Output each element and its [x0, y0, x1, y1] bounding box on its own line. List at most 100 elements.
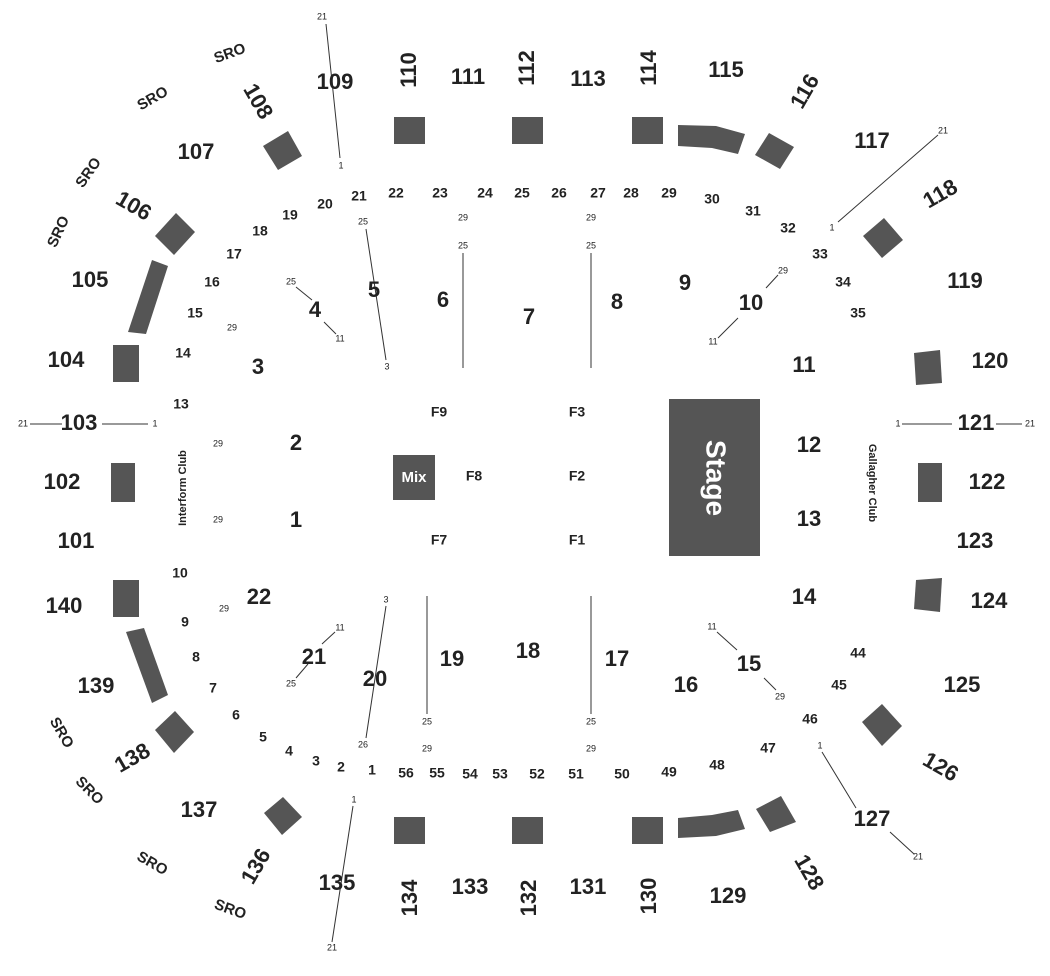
- lower-section-55[interactable]: 55: [429, 765, 445, 781]
- section-139[interactable]: 139: [78, 673, 115, 698]
- floor-section-3[interactable]: 3: [252, 354, 264, 379]
- floor-section-10[interactable]: 10: [739, 290, 763, 315]
- floor-section-6[interactable]: 6: [437, 287, 449, 312]
- floor-section-8[interactable]: 8: [611, 289, 623, 314]
- section-131[interactable]: 131: [570, 874, 607, 899]
- section-124[interactable]: 124: [971, 588, 1008, 613]
- section-136[interactable]: 136: [236, 844, 276, 888]
- floor-section-4[interactable]: 4: [309, 297, 322, 322]
- section-120[interactable]: 120: [972, 348, 1009, 373]
- lower-section-3[interactable]: 3: [312, 753, 320, 769]
- section-127[interactable]: 127: [854, 806, 891, 831]
- floor-section-22[interactable]: 22: [247, 584, 271, 609]
- lower-section-25[interactable]: 25: [514, 185, 530, 201]
- lower-section-47[interactable]: 47: [760, 740, 776, 756]
- lower-section-23[interactable]: 23: [432, 185, 448, 201]
- section-138[interactable]: 138: [110, 738, 154, 778]
- section-109[interactable]: 109: [317, 69, 354, 94]
- lower-section-48[interactable]: 48: [709, 757, 725, 773]
- section-103[interactable]: 103: [61, 410, 98, 435]
- lower-section-19[interactable]: 19: [282, 207, 298, 223]
- lower-section-20[interactable]: 20: [317, 196, 333, 212]
- section-112[interactable]: 112: [514, 50, 539, 86]
- floor-section-F9[interactable]: F9: [431, 404, 448, 420]
- lower-section-45[interactable]: 45: [831, 677, 847, 693]
- section-134[interactable]: 134: [397, 879, 422, 916]
- section-128[interactable]: 128: [789, 850, 829, 894]
- lower-section-34[interactable]: 34: [835, 274, 851, 290]
- lower-section-2[interactable]: 2: [337, 759, 345, 775]
- section-132[interactable]: 132: [516, 880, 541, 917]
- lower-section-18[interactable]: 18: [252, 223, 268, 239]
- section-121[interactable]: 121: [958, 410, 995, 435]
- section-115[interactable]: 115: [708, 57, 744, 82]
- lower-section-10[interactable]: 10: [172, 565, 188, 581]
- floor-section-21[interactable]: 21: [302, 644, 326, 669]
- section-122[interactable]: 122: [969, 469, 1006, 494]
- section-116[interactable]: 116: [785, 70, 824, 113]
- lower-section-54[interactable]: 54: [462, 766, 478, 782]
- lower-section-51[interactable]: 51: [568, 766, 584, 782]
- floor-section-19[interactable]: 19: [440, 646, 464, 671]
- lower-section-8[interactable]: 8: [192, 649, 200, 665]
- lower-section-28[interactable]: 28: [623, 185, 639, 201]
- lower-section-56[interactable]: 56: [398, 765, 414, 781]
- lower-section-14[interactable]: 14: [175, 345, 191, 361]
- section-108[interactable]: 108: [238, 79, 278, 123]
- section-106[interactable]: 106: [112, 186, 156, 226]
- floor-section-12[interactable]: 12: [797, 432, 821, 457]
- section-130[interactable]: 130: [636, 878, 661, 915]
- lower-section-49[interactable]: 49: [661, 764, 677, 780]
- section-105[interactable]: 105: [72, 267, 109, 292]
- floor-section-13[interactable]: 13: [797, 506, 821, 531]
- section-118[interactable]: 118: [919, 174, 962, 213]
- section-137[interactable]: 137: [181, 797, 218, 822]
- section-133[interactable]: 133: [452, 874, 489, 899]
- lower-section-26[interactable]: 26: [551, 185, 567, 201]
- floor-section-9[interactable]: 9: [679, 270, 691, 295]
- floor-section-15[interactable]: 15: [737, 651, 761, 676]
- section-117[interactable]: 117: [854, 128, 890, 153]
- lower-section-9[interactable]: 9: [181, 614, 189, 630]
- lower-section-6[interactable]: 6: [232, 707, 240, 723]
- section-113[interactable]: 113: [570, 66, 606, 91]
- lower-section-13[interactable]: 13: [173, 396, 189, 412]
- floor-section-F7[interactable]: F7: [431, 532, 448, 548]
- lower-section-1[interactable]: 1: [368, 762, 376, 778]
- section-107[interactable]: 107: [178, 139, 215, 164]
- floor-section-F2[interactable]: F2: [569, 468, 586, 484]
- section-114[interactable]: 114: [636, 49, 661, 85]
- floor-section-1[interactable]: 1: [290, 507, 302, 532]
- lower-section-52[interactable]: 52: [529, 766, 545, 782]
- lower-section-22[interactable]: 22: [388, 185, 404, 201]
- lower-section-29[interactable]: 29: [661, 185, 677, 201]
- section-102[interactable]: 102: [44, 469, 81, 494]
- floor-section-17[interactable]: 17: [605, 646, 629, 671]
- floor-section-F3[interactable]: F3: [569, 404, 586, 420]
- lower-section-27[interactable]: 27: [590, 185, 606, 201]
- section-101[interactable]: 101: [58, 528, 95, 553]
- lower-section-30[interactable]: 30: [704, 191, 720, 207]
- lower-section-17[interactable]: 17: [226, 246, 242, 262]
- lower-section-4[interactable]: 4: [285, 743, 293, 759]
- section-110[interactable]: 110: [396, 52, 421, 88]
- floor-section-11[interactable]: 11: [792, 352, 815, 377]
- lower-section-50[interactable]: 50: [614, 766, 630, 782]
- section-123[interactable]: 123: [957, 528, 994, 553]
- lower-section-15[interactable]: 15: [187, 305, 203, 321]
- floor-section-16[interactable]: 16: [674, 672, 698, 697]
- section-104[interactable]: 104: [48, 347, 85, 372]
- lower-section-53[interactable]: 53: [492, 766, 508, 782]
- floor-section-2[interactable]: 2: [290, 430, 302, 455]
- section-129[interactable]: 129: [710, 883, 747, 908]
- section-125[interactable]: 125: [944, 672, 981, 697]
- lower-section-33[interactable]: 33: [812, 246, 828, 262]
- lower-section-44[interactable]: 44: [850, 645, 866, 661]
- lower-section-21[interactable]: 21: [351, 188, 367, 204]
- lower-section-32[interactable]: 32: [780, 220, 796, 236]
- floor-section-7[interactable]: 7: [523, 304, 535, 329]
- section-140[interactable]: 140: [46, 593, 83, 618]
- floor-section-20[interactable]: 20: [363, 666, 387, 691]
- section-126[interactable]: 126: [919, 747, 963, 787]
- floor-section-F1[interactable]: F1: [569, 532, 586, 548]
